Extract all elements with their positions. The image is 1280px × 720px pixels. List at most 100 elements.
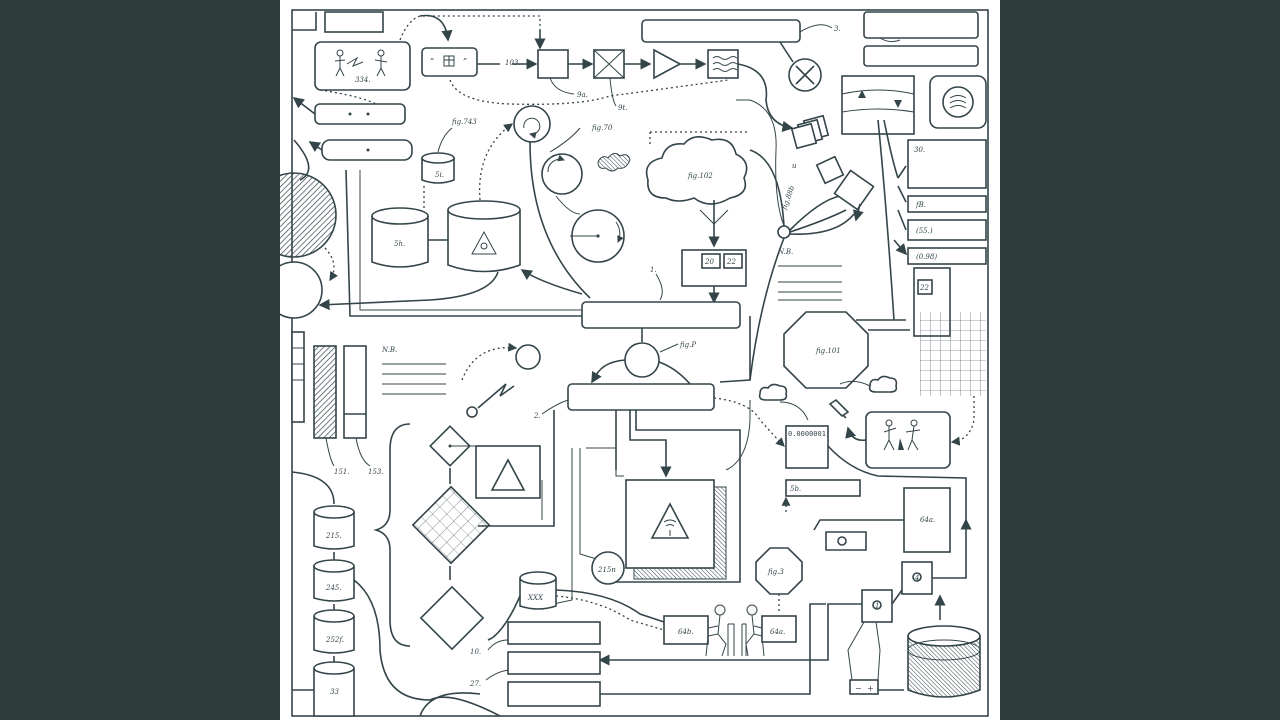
cylinder-215 <box>313 505 355 550</box>
label-fig743: fig.743 <box>451 118 477 126</box>
cylinder-icon <box>421 152 455 184</box>
top-left-box <box>324 11 384 33</box>
label-fig70: fig.70 <box>591 124 613 132</box>
box-30 <box>907 139 987 189</box>
warning-triangle-icon <box>650 502 690 539</box>
label-245: 245. <box>325 584 342 592</box>
box-64a-top <box>903 487 951 553</box>
cylinder-245 <box>313 559 355 602</box>
label-22a: 22 <box>919 284 929 292</box>
label-1: 1. <box>650 266 657 274</box>
cylinder-xxx <box>519 571 557 610</box>
label-64b: 64b. <box>678 628 694 636</box>
cloud-icon <box>645 136 748 205</box>
label-64a-top: 64a. <box>920 516 935 524</box>
cylinder-bottom-right <box>907 625 981 698</box>
left-circle <box>280 261 323 319</box>
figures-box <box>314 41 411 91</box>
desk-figure-icon <box>883 419 921 451</box>
label-64a: 64a. <box>770 628 785 636</box>
lightning-circle <box>515 344 541 370</box>
label-30: 30. <box>914 146 925 154</box>
box-55 <box>907 219 987 241</box>
card-stack <box>790 114 830 150</box>
box-fb <box>907 195 987 213</box>
center-node <box>624 342 660 378</box>
label-215: 215. <box>325 532 342 540</box>
circle-215n <box>591 551 625 585</box>
label-minus: − <box>855 684 862 693</box>
cylinder-5h <box>371 207 429 268</box>
wave-box-icon <box>707 49 739 79</box>
rotate-circle-1 <box>513 105 551 143</box>
desk-figure-left <box>705 604 735 657</box>
hatched-circle <box>280 172 337 258</box>
center-box-2 <box>567 383 715 411</box>
wifi-icon <box>942 86 974 118</box>
diamond-bottom <box>419 585 485 651</box>
label-27: 27. <box>469 680 481 688</box>
diamond-small <box>815 155 845 185</box>
bar-153 <box>343 345 367 439</box>
box-5b <box>785 479 861 497</box>
small-cloud-1 <box>758 383 788 401</box>
label-10: 10. <box>470 648 481 656</box>
quote-close: ” <box>463 57 467 66</box>
label-nb-2: N.B. <box>381 346 397 354</box>
grid-area <box>920 312 986 396</box>
label-9a: 9a. <box>577 91 588 99</box>
gift-icon <box>443 55 455 67</box>
top-right-box-2 <box>863 45 979 67</box>
readout-value: 0.0000001 <box>788 430 826 438</box>
top-long-box <box>641 19 801 43</box>
label-5b: 5b. <box>790 485 801 493</box>
octagon-fig3 <box>755 547 803 595</box>
grid-diamond <box>411 485 491 565</box>
label-k4: 4 <box>914 574 919 582</box>
figures-box-right <box>865 411 951 469</box>
key-box-1 <box>861 589 893 623</box>
label-215n: 215n <box>597 566 616 574</box>
label-xxx: XXX <box>527 594 544 602</box>
lightning-icon <box>477 383 515 409</box>
box-64a <box>761 615 797 643</box>
label-2: 2. <box>533 412 541 420</box>
label-252f: 252f. <box>325 636 344 644</box>
diagram-svg: 334. “ ” 103. 9a. 9t. 3. <box>280 9 989 717</box>
label-151: 151. <box>334 468 350 476</box>
label-figP: fig.P <box>679 341 696 349</box>
label-103: 103. <box>505 59 521 67</box>
cylinder-252f <box>313 609 355 654</box>
top-right-box <box>863 11 979 39</box>
curly-bracket <box>373 423 411 647</box>
dot-box-1 <box>314 103 406 125</box>
label-3: 3. <box>834 25 841 33</box>
box-bottom <box>507 681 601 707</box>
label-plus: + <box>867 684 874 693</box>
label-098: (0.98) <box>916 253 937 261</box>
diagram-canvas: 334. “ ” 103. 9a. 9t. 3. <box>280 0 1000 720</box>
label-55: (55.) <box>916 227 933 235</box>
label-u: u <box>792 162 797 170</box>
small-cloud-2 <box>868 375 898 393</box>
box-64b <box>663 615 709 645</box>
label-5h: 5h. <box>394 240 405 248</box>
label-fig3: fig.3 <box>767 568 784 576</box>
key-box-4 <box>901 561 933 595</box>
label-9t: 9t. <box>618 104 628 112</box>
battery-icon <box>849 679 879 695</box>
cylinder-warning <box>447 200 521 273</box>
chain-box-1 <box>537 49 569 79</box>
diamond-medium <box>833 169 875 211</box>
label-153: 153. <box>368 468 384 476</box>
left-edge-bar <box>291 331 305 423</box>
label-33: 33 <box>330 688 339 696</box>
junction-node <box>777 225 791 239</box>
octagon-fig101 <box>783 311 869 389</box>
label-20: 20 <box>704 258 714 266</box>
bar-151 <box>313 345 337 439</box>
label-fig101: fig.101 <box>815 347 841 355</box>
desk-figure-right <box>741 604 765 657</box>
label-5i: 5i. <box>435 171 444 179</box>
label-334: 334. <box>355 76 371 84</box>
